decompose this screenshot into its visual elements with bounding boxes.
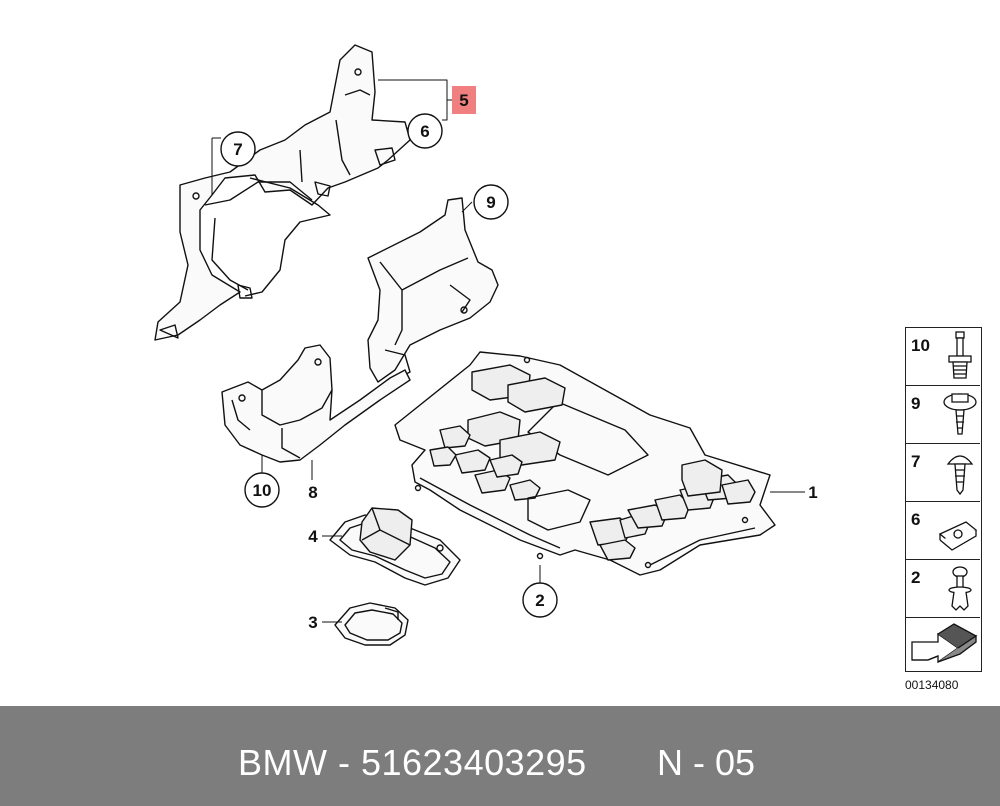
callout-2: 2 [535,591,544,610]
washer-screw-icon [943,393,977,435]
clip-nut-icon [938,521,978,551]
expanding-rivet-icon [948,566,972,611]
legend-item-9: 9 [906,386,980,444]
callout-4: 4 [308,527,318,546]
callout-1: 1 [808,483,817,502]
fastener-legend: 10 9 7 [905,327,982,672]
legend-num: 2 [911,568,921,587]
callout-9: 9 [486,193,495,212]
small-cover-part [334,602,409,646]
legend-item-7: 7 [906,444,980,502]
direction-arrow-icon [911,623,978,664]
cover-plate-part [329,507,461,586]
part-number-title: BMW - 51623403295 [238,742,587,783]
legend-num: 10 [911,336,930,355]
callout-3: 3 [308,613,317,632]
callout-circle-9 [473,184,509,220]
legend-num: 6 [911,510,921,529]
callout-circle-6 [407,113,443,149]
side-panel-part [154,44,411,341]
legend-item-2: 2 [906,560,980,618]
legend-num: 9 [911,394,921,413]
highlight-box-5 [452,86,476,114]
diagram-code: N - 05 [657,742,756,783]
legend-arrow-cell [906,618,980,671]
callout-10: 10 [253,481,272,500]
callout-8: 8 [308,483,317,502]
callout-circle-7 [220,131,256,167]
parts-diagram: 7 6 5 9 10 8 1 2 4 3 [154,44,818,646]
bolt-icon [948,331,972,379]
legend-num: 7 [911,452,921,471]
underbody-shield-part [394,351,776,576]
callout-circle-2 [522,582,558,618]
callout-7: 7 [233,140,242,159]
legend-item-10: 10 [906,328,980,386]
callout-6: 6 [420,122,429,141]
callout-5: 5 [459,91,468,110]
footer-bar: BMW - 51623403295 N - 05 [0,706,1000,806]
legend-item-6: 6 [906,502,980,560]
screw-icon [946,455,974,496]
bracket-part [221,344,411,463]
callout-circle-10 [244,472,280,508]
diagram-reference-number: 00134080 [905,678,959,692]
